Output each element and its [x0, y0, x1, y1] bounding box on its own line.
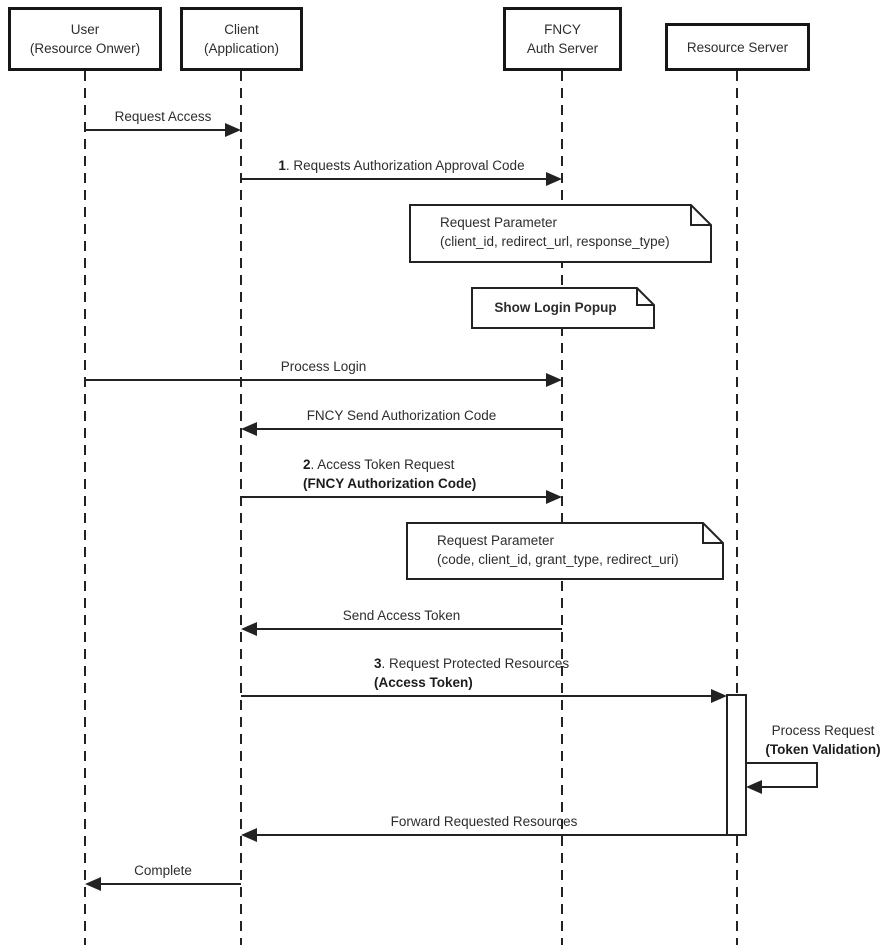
message-label-access-token-request: 2. Access Token Request (FNCY Authorizat… [303, 456, 476, 493]
actor-resource-server: Resource Server [665, 23, 810, 71]
message-text: . Requests Authorization Approval Code [285, 158, 525, 173]
note-line: (code, client_id, grant_type, redirect_u… [437, 551, 679, 567]
actor-resource-server-name: Resource Server [686, 39, 789, 55]
message-text: . Request Protected Resources [381, 656, 570, 671]
arrow-access-token-request [241, 490, 562, 504]
note-shape-show-login-popup [471, 287, 655, 329]
actor-client-subtitle: (Application) [203, 41, 280, 56]
message-text: . Access Token Request [310, 457, 455, 472]
actor-auth-server-name: FNCY [544, 22, 581, 37]
actor-client: Client (Application) [180, 7, 303, 71]
note-line: Request Parameter [437, 533, 555, 548]
message-label-forward-resources: Forward Requested Resources [390, 814, 578, 829]
arrow-self-process-request [746, 762, 818, 794]
message-label-request-access: Request Access [114, 109, 212, 124]
message-label-process-request: Process Request (Token Validation) [750, 722, 896, 759]
message-label-request-protected: 3. Request Protected Resources (Access T… [374, 655, 569, 692]
arrow-request-access [85, 123, 241, 137]
message-number: 2 [303, 457, 311, 472]
message-text-bold: (Access Token) [374, 674, 473, 690]
arrow-send-access-token [241, 622, 562, 636]
note-shape-auth-request-params [409, 204, 712, 263]
activation-bar-resource [726, 694, 747, 836]
note-line: Request Parameter [440, 215, 558, 230]
actor-client-name: Client [224, 22, 259, 37]
message-label-fncy-send-code: FNCY Send Authorization Code [306, 408, 497, 423]
message-label-complete: Complete [134, 863, 192, 878]
arrow-forward-resources [241, 828, 727, 842]
actor-auth-server: FNCY Auth Server [503, 7, 622, 71]
message-label-send-access-token: Send Access Token [342, 608, 461, 623]
actor-user-name: User [70, 22, 100, 37]
message-text: Process Request [771, 723, 875, 738]
actor-user-subtitle: (Resource Onwer) [29, 41, 141, 56]
arrow-fncy-send-code [241, 422, 562, 436]
note-line: (client_id, redirect_url, response_type) [440, 233, 670, 249]
message-number: 1 [278, 158, 286, 173]
arrow-complete [85, 877, 241, 891]
message-text-bold: (FNCY Authorization Code) [303, 475, 477, 491]
arrow-request-auth-code [241, 172, 562, 186]
note-shape-token-request-params [406, 522, 724, 580]
note-show-login-popup: Show Login Popup [494, 300, 617, 315]
message-label-process-login: Process Login [280, 359, 367, 374]
actor-auth-server-subtitle: Auth Server [526, 41, 599, 56]
arrow-process-login [85, 373, 562, 387]
message-text-bold: (Token Validation) [765, 741, 881, 757]
message-number: 3 [374, 656, 382, 671]
note-auth-request-params: Request Parameter (client_id, redirect_u… [440, 214, 670, 251]
actor-user: User (Resource Onwer) [8, 7, 162, 71]
arrow-request-protected [241, 689, 727, 703]
note-token-request-params: Request Parameter (code, client_id, gran… [437, 532, 679, 569]
message-label-request-auth-code: 1. Requests Authorization Approval Code [241, 157, 562, 176]
